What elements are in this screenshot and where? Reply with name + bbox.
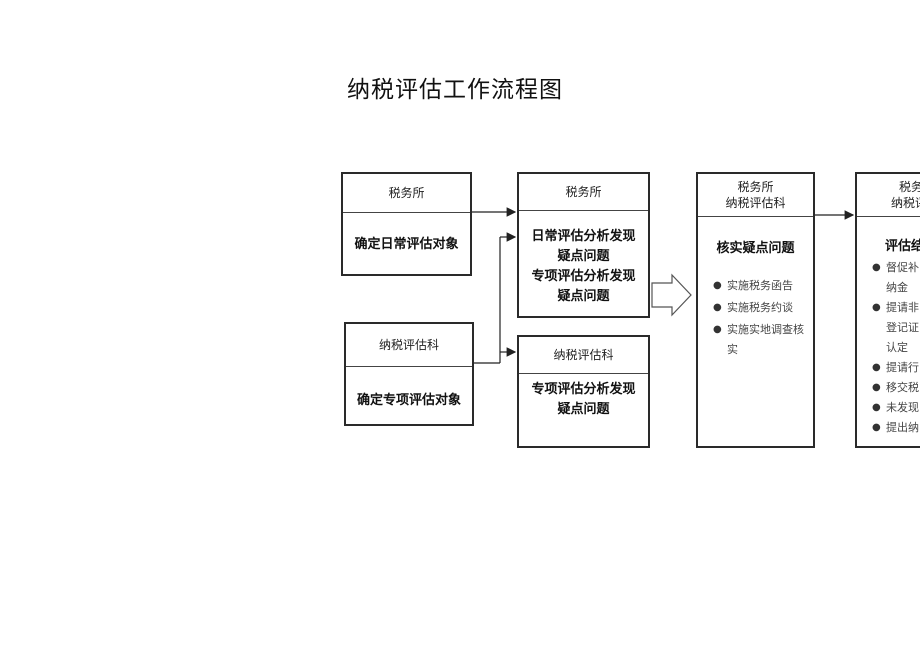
box-evaluation-dept-analysis: 纳税评估科 专项评估分析发现 疑点问题 — [517, 335, 650, 448]
box-tax-office-analysis: 税务所 日常评估分析发现 疑点问题 专项评估分析发现 疑点问题 — [517, 172, 650, 318]
bullet-icon: ● — [872, 262, 881, 273]
box-header: 税务所 — [343, 174, 470, 213]
bullet-icon: ● — [713, 302, 722, 313]
item-line: 纳金 — [886, 281, 908, 294]
list-item: ● 提请行 — [872, 358, 920, 378]
bullet-icon: ● — [872, 382, 881, 393]
list-item: ● 提出纳 — [872, 418, 920, 438]
item-line: 实施税务函告 — [727, 279, 793, 292]
box-lines: 日常评估分析发现 疑点问题 专项评估分析发现 疑点问题 — [519, 227, 648, 307]
item-line: 提请行 — [886, 361, 919, 374]
box-tax-office-daily: 税务所 确定日常评估对象 — [341, 172, 472, 276]
list-item: ● 实施税务约谈 — [713, 298, 813, 318]
item-line: 提出纳 — [886, 421, 919, 434]
box-header: 纳税评估科 — [519, 337, 648, 374]
header-line: 纳税评估科 — [725, 196, 786, 210]
text-line: 疑点问题 — [557, 402, 610, 417]
box-title: 评估结 — [885, 239, 920, 254]
item-line: 登记证 — [886, 321, 919, 334]
item-list: ● 实施税务函告 ● 实施税务约谈 ● 实施实地调查核 实 — [713, 276, 813, 360]
box-header: 纳税评估科 — [346, 324, 472, 367]
list-item: ● 提请非 登记证 认定 — [872, 298, 920, 358]
bullet-icon: ● — [713, 280, 722, 291]
bullet-icon: ● — [872, 302, 881, 313]
header-line: 税务所 — [737, 180, 774, 194]
bullet-icon: ● — [713, 324, 722, 335]
box-header: 税务 纳税评 — [857, 174, 920, 217]
list-item: ● 督促补 纳金 — [872, 258, 920, 298]
text-line: 日常评估分析发现 — [531, 229, 636, 244]
item-line: 移交税 — [886, 381, 919, 394]
list-item: ● 实施税务函告 — [713, 276, 813, 296]
item-line: 督促补 — [886, 261, 919, 274]
box-header: 税务所 — [519, 174, 648, 211]
text-line: 疑点问题 — [557, 249, 610, 264]
bullet-icon: ● — [872, 422, 881, 433]
text-line: 专项评估分析发现 — [531, 269, 636, 284]
box-title: 核实疑点问题 — [716, 241, 795, 256]
list-item: ● 未发现 — [872, 398, 920, 418]
list-item: ● 实施实地调查核 实 — [713, 320, 813, 360]
box-lines: 专项评估分析发现 疑点问题 — [519, 380, 648, 420]
item-line: 实施实地调查核 — [727, 323, 804, 336]
item-line: 实 — [727, 343, 738, 356]
box-evaluation-result: 税务 纳税评 评估结 ● 督促补 纳金 ● 提请非 登记证 认定 ● 提请行 ●… — [855, 172, 920, 448]
text-line: 专项评估分析发现 — [531, 382, 636, 397]
box-body: 确定日常评估对象 — [354, 237, 459, 252]
hollow-arrow — [651, 273, 692, 317]
text-line: 疑点问题 — [557, 289, 610, 304]
box-header: 税务所 纳税评估科 — [698, 174, 813, 217]
bullet-icon: ● — [872, 402, 881, 413]
header-line: 纳税评 — [891, 196, 920, 210]
box-verify-doubts: 税务所 纳税评估科 核实疑点问题 ● 实施税务函告 ● 实施税务约谈 ● 实施实… — [696, 172, 815, 448]
box-evaluation-dept-special: 纳税评估科 确定专项评估对象 — [344, 322, 474, 426]
item-line: 未发现 — [886, 401, 919, 414]
item-list: ● 督促补 纳金 ● 提请非 登记证 认定 ● 提请行 ● 移交税 ● 未发现 … — [872, 258, 920, 438]
box-body: 确定专项评估对象 — [356, 393, 461, 408]
header-line: 税务 — [899, 180, 920, 194]
bullet-icon: ● — [872, 362, 881, 373]
item-line: 实施税务约谈 — [727, 301, 793, 314]
list-item: ● 移交税 — [872, 378, 920, 398]
item-line: 提请非 — [886, 301, 919, 314]
item-line: 认定 — [886, 341, 908, 354]
page-title: 纳税评估工作流程图 — [347, 77, 563, 103]
